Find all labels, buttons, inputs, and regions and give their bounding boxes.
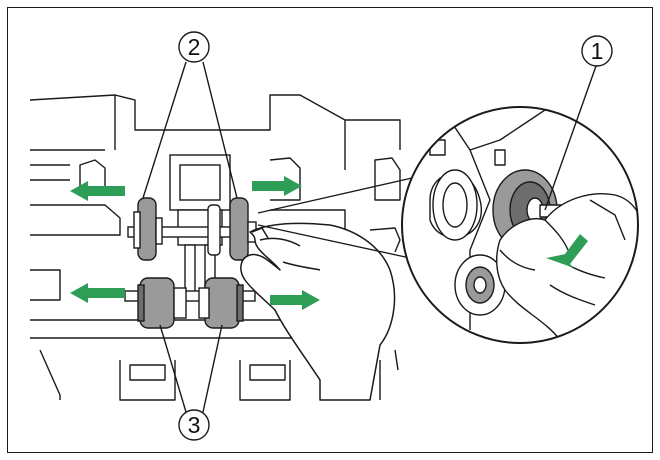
- hand-main: [240, 222, 396, 401]
- zoom-inset: [401, 106, 639, 344]
- callout-1: 1: [581, 35, 613, 67]
- lower-rollers: [124, 277, 256, 329]
- upper-rollers: [133, 197, 257, 261]
- svg-text:1: 1: [591, 38, 604, 64]
- callout-2: 2: [178, 31, 210, 63]
- callout-leaders: [142, 61, 597, 413]
- callout-3: 3: [178, 409, 210, 441]
- arrow-right-icon: [270, 290, 320, 310]
- arrow-left-icon: [70, 181, 125, 201]
- arrow-down-left-icon: [546, 234, 588, 268]
- svg-text:3: 3: [188, 412, 201, 438]
- zoom-connector: [257, 177, 413, 259]
- arrow-left-icon: [70, 283, 125, 303]
- svg-text:2: 2: [188, 34, 201, 60]
- arrow-right-icon: [252, 176, 302, 196]
